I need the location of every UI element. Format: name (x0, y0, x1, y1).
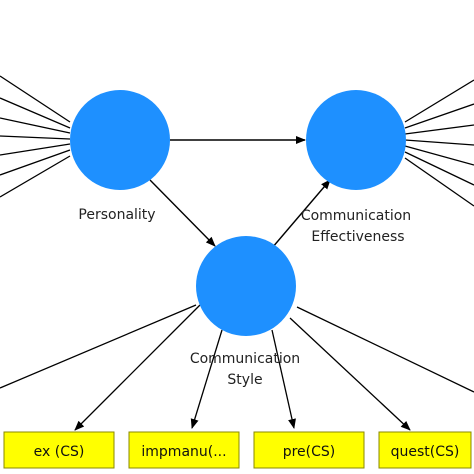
indicator-box (3, 431, 115, 469)
indicator-box (253, 431, 365, 469)
arrow-to-ex (74, 304, 201, 431)
indicator-label: quest(CS) (391, 444, 460, 460)
personality-indicator-line (0, 97, 71, 129)
indicator-impmanu[interactable]: impmanu(... (128, 431, 240, 469)
indicator-label: impmanu(... (141, 444, 226, 460)
style-outer-line (0, 304, 197, 389)
construct-personality[interactable] (70, 90, 170, 190)
indicator-pre[interactable]: pre(CS) (253, 431, 365, 469)
path-personality-to-style (149, 179, 216, 247)
path-style-to-effectiveness (271, 179, 331, 249)
indicator-box (378, 431, 472, 469)
personality-indicator-line (0, 75, 71, 123)
indicator-quest[interactable]: quest(CS) (378, 431, 472, 469)
effectiveness-indicator-line (404, 157, 474, 207)
indicator-box (128, 431, 240, 469)
indicator-label: ex (CS) (34, 444, 85, 460)
arrow-to-impmanu (190, 329, 223, 429)
personality-indicator-line (0, 155, 71, 198)
style-outer-line (296, 306, 474, 393)
effectiveness-indicator-line (404, 139, 474, 146)
effectiveness-indicator-line (404, 103, 474, 129)
effectiveness-indicator-line (404, 145, 474, 166)
effectiveness-label-line1: Communication (301, 208, 411, 224)
arrow-to-pre (271, 329, 296, 429)
structural-paths (149, 136, 331, 249)
personality-indicator-line (0, 149, 71, 176)
personality-indicator-lines (0, 75, 71, 198)
style-label-line2: Style (227, 372, 262, 388)
personality-label: Personality (78, 207, 155, 223)
arrow-to-quest (289, 317, 411, 431)
effectiveness-indicator-line (404, 151, 474, 186)
effectiveness-indicator-line (404, 79, 474, 123)
style-offcanvas-lines (0, 304, 474, 393)
style-label-line1: Communication (190, 351, 300, 367)
personality-indicator-line (0, 135, 71, 140)
indicator-ex[interactable]: ex (CS) (3, 431, 115, 469)
personality-indicator-line (0, 143, 71, 156)
style-indicator-arrows (74, 304, 411, 431)
construct-communication-style[interactable] (196, 236, 296, 336)
effectiveness-indicator-lines (404, 79, 474, 207)
indicator-label: pre(CS) (283, 444, 336, 460)
effectiveness-indicator-line (404, 124, 474, 135)
construct-communication-effectiveness[interactable] (306, 90, 406, 190)
effectiveness-label-line2: Effectiveness (311, 229, 404, 245)
personality-indicator-line (0, 117, 71, 134)
